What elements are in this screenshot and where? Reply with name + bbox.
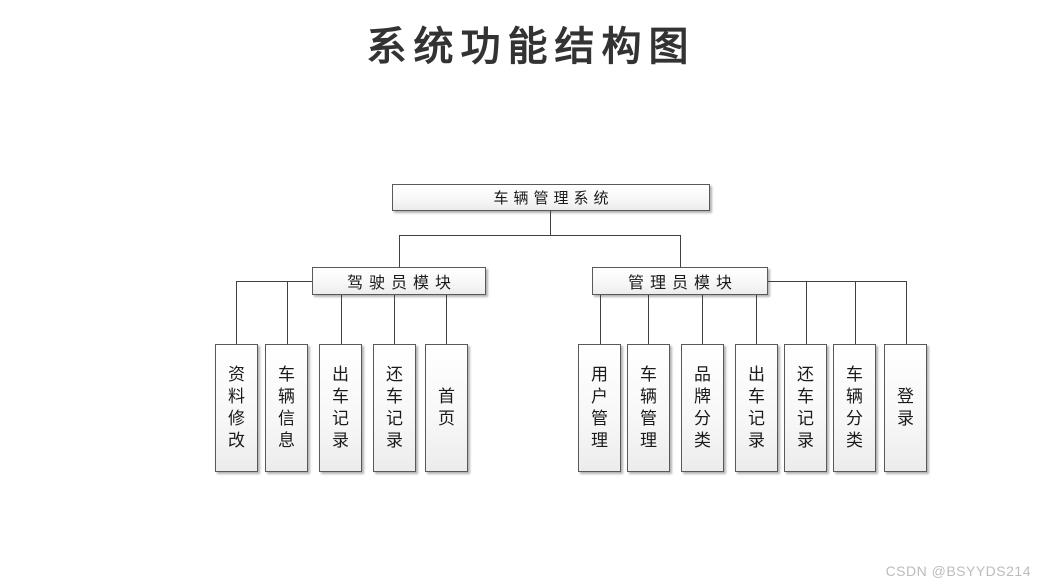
connector-line bbox=[446, 295, 447, 344]
connector-line bbox=[756, 295, 757, 344]
leaf-label: 车辆信息 bbox=[278, 365, 295, 450]
connector-line bbox=[399, 235, 400, 267]
branch-node-admin: 管理员模块 bbox=[592, 267, 768, 295]
branch-node-driver-label: 驾驶员模块 bbox=[346, 275, 457, 292]
connector-line bbox=[394, 295, 395, 344]
leaf-label: 车辆分类 bbox=[846, 365, 863, 450]
leaf-label: 用户管理 bbox=[591, 365, 608, 450]
leaf-label: 出车记录 bbox=[748, 365, 765, 450]
leaf-node: 出车记录 bbox=[319, 344, 362, 472]
leaf-node: 用户管理 bbox=[578, 344, 621, 472]
connector-line bbox=[236, 281, 237, 344]
connector-line bbox=[855, 281, 856, 344]
leaf-node: 车辆管理 bbox=[627, 344, 670, 472]
leaf-node: 资料修改 bbox=[215, 344, 258, 472]
watermark: CSDN @BSYYDS214 bbox=[885, 563, 1031, 579]
connector-line bbox=[806, 281, 807, 344]
leaf-label: 首页 bbox=[438, 387, 455, 428]
leaf-label: 资料修改 bbox=[228, 365, 245, 450]
connector-line bbox=[550, 211, 551, 235]
leaf-label: 登录 bbox=[897, 387, 914, 428]
leaf-label: 车辆管理 bbox=[640, 365, 657, 450]
connector-line bbox=[399, 235, 681, 236]
leaf-node: 品牌分类 bbox=[681, 344, 724, 472]
branch-node-admin-label: 管理员模块 bbox=[627, 275, 738, 292]
connector-line bbox=[768, 281, 906, 282]
leaf-label: 品牌分类 bbox=[694, 365, 711, 450]
leaf-node: 车辆分类 bbox=[833, 344, 876, 472]
connector-line bbox=[906, 281, 907, 344]
leaf-node: 出车记录 bbox=[735, 344, 778, 472]
connector-line bbox=[287, 281, 288, 344]
connector-line bbox=[341, 295, 342, 344]
leaf-label: 还车记录 bbox=[797, 365, 814, 450]
connector-line bbox=[702, 295, 703, 344]
leaf-node: 车辆信息 bbox=[265, 344, 308, 472]
connector-line bbox=[236, 281, 312, 282]
leaf-label: 还车记录 bbox=[386, 365, 403, 450]
leaf-node: 登录 bbox=[884, 344, 927, 472]
connector-line bbox=[680, 235, 681, 267]
root-node: 车辆管理系统 bbox=[392, 184, 710, 211]
root-node-label: 车辆管理系统 bbox=[493, 190, 614, 207]
connector-line bbox=[648, 295, 649, 344]
connector-line bbox=[600, 295, 601, 344]
branch-node-driver: 驾驶员模块 bbox=[312, 267, 486, 295]
page-title: 系统功能结构图 bbox=[366, 25, 696, 69]
leaf-label: 出车记录 bbox=[332, 365, 349, 450]
leaf-node: 还车记录 bbox=[373, 344, 416, 472]
leaf-node: 首页 bbox=[425, 344, 468, 472]
leaf-node: 还车记录 bbox=[784, 344, 827, 472]
